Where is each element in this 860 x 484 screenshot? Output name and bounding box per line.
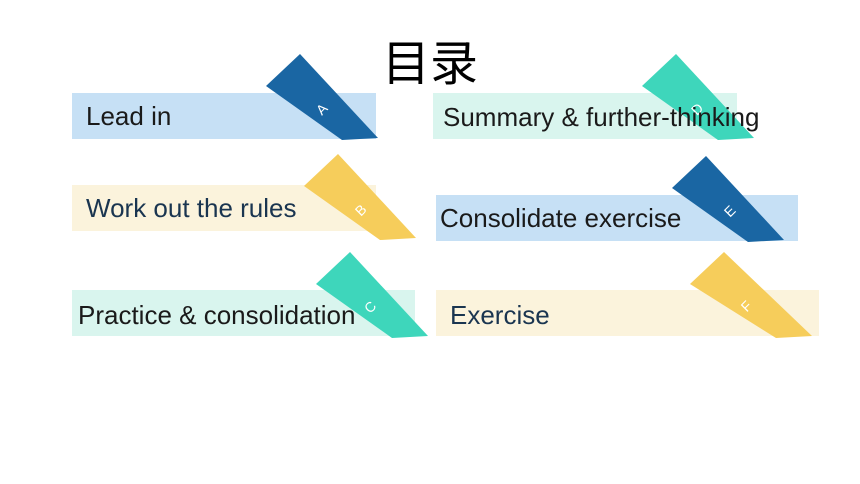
item-label: Lead in	[86, 101, 172, 131]
page-title: 目录	[381, 36, 478, 92]
ribbon-tab-icon	[672, 156, 784, 242]
ribbon-tab-icon	[266, 54, 378, 140]
ribbon-tab-icon	[642, 54, 754, 140]
ribbon-tab-icon	[304, 154, 416, 240]
ribbon-tab-icon	[316, 252, 428, 338]
ribbon-tab-icon	[690, 252, 812, 338]
item-label: Summary & further-thinking	[443, 102, 760, 132]
item-label: Consolidate exercise	[440, 203, 682, 233]
item-label: Exercise	[450, 300, 550, 330]
item-label: Practice & consolidation	[78, 300, 356, 330]
item-label: Work out the rules	[86, 193, 297, 223]
